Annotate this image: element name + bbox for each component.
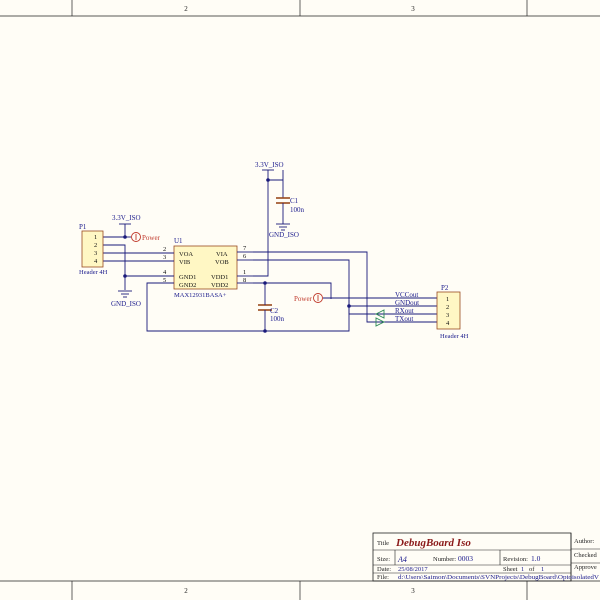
author-key: Author: xyxy=(574,538,594,545)
u1-pin-vdd2-num: 8 xyxy=(243,277,246,284)
power-port-right: Power xyxy=(294,293,323,303)
revision-key: Revision: xyxy=(503,556,528,563)
u1-pin-vdd2-name: VDD2 xyxy=(211,282,228,289)
size-key: Size: xyxy=(377,556,390,563)
approved-key: Approve xyxy=(574,564,597,571)
checked-key: Checked xyxy=(574,552,597,559)
header-p2: P2 1 2 3 4 Header 4H xyxy=(436,284,469,340)
tx-direction-arrow-icon xyxy=(375,317,386,327)
u1-pin-gnd1-name: GND1 xyxy=(179,274,196,281)
revision-value: 1.0 xyxy=(531,554,541,563)
u1-pin-vib-num: 3 xyxy=(163,254,166,261)
c2-designator: C2 xyxy=(270,307,279,315)
p2-pin1: 1 xyxy=(446,296,449,303)
u1-pin-voa-num: 2 xyxy=(163,246,166,253)
p1-pin2: 2 xyxy=(94,242,97,249)
zone-bottom-2: 2 xyxy=(184,587,188,595)
date-key: Date: xyxy=(377,566,391,573)
header-p1: P1 1 2 3 4 Header 4H xyxy=(79,223,108,276)
u1-pin-gnd2-num: 5 xyxy=(163,277,166,284)
u1-pin-via-name: VIA xyxy=(216,251,228,258)
junctions xyxy=(123,178,351,333)
ground-symbol-c1 xyxy=(276,223,290,231)
sheet-total-value: 1 xyxy=(541,566,544,573)
p1-designator: P1 xyxy=(79,223,87,231)
zone-top-3: 3 xyxy=(411,5,415,13)
rx-direction-arrow-icon xyxy=(374,309,385,319)
c1-value: 100n xyxy=(290,206,305,214)
wire-gnd2 xyxy=(146,282,350,332)
u1-pin-voa-name: VOA xyxy=(179,251,193,258)
wire-vdd2 xyxy=(253,282,332,299)
power-symbol-p1-supply: 3.3V_ISO xyxy=(112,214,141,228)
wire-p1-pin1 xyxy=(103,228,126,238)
zone-bottom-3: 3 xyxy=(411,587,415,595)
u1-pin-vdd1-name: VDD1 xyxy=(211,274,228,281)
number-key: Number: xyxy=(433,556,456,563)
power-symbol-c1-supply: 3.3V_ISO xyxy=(255,161,284,180)
number-value: 0003 xyxy=(458,554,473,563)
sheet-key: Sheet xyxy=(503,566,518,573)
wire-via-tx xyxy=(253,251,437,323)
wire-p1-pin2 xyxy=(103,244,126,290)
capacitor-c2: C2 100n xyxy=(258,303,285,323)
ground-symbol-p1 xyxy=(118,290,132,298)
u1-pin-vib-name: VIB xyxy=(179,259,191,266)
u1-pin-vob-name: VOB xyxy=(215,259,229,266)
zone-top-2: 2 xyxy=(184,5,188,13)
file-value: d:\Users\Saimon\Documents\SVNProjects\De… xyxy=(398,575,600,581)
of-key: of xyxy=(529,566,535,573)
power-port-right-label: Power xyxy=(294,295,313,303)
p1-pin4: 4 xyxy=(94,258,98,265)
label-c1-ground: GND_ISO xyxy=(269,231,299,239)
file-key: File: xyxy=(377,574,389,581)
size-value: A4 xyxy=(397,555,407,564)
label-p1-supply: 3.3V_ISO xyxy=(112,214,141,222)
u1-pin-vdd1-num: 1 xyxy=(243,269,246,276)
net-label-rxout: RXout xyxy=(395,307,414,315)
label-c1-supply: 3.3V_ISO xyxy=(255,161,284,169)
capacitor-c1: C1 100n xyxy=(276,197,305,216)
c1-designator: C1 xyxy=(290,197,299,205)
label-p1-ground: GND_ISO xyxy=(111,300,141,308)
p2-name: Header 4H xyxy=(440,333,469,340)
title-block: Title DebugBoard Iso Size: A4 Number: 00… xyxy=(372,532,600,582)
net-label-txout: TXout xyxy=(395,315,413,323)
wire-vdd1 xyxy=(253,179,283,277)
c2-value: 100n xyxy=(270,315,285,323)
u1-pin-vob-num: 6 xyxy=(243,253,247,260)
p2-pin4: 4 xyxy=(446,320,450,327)
wires xyxy=(103,170,437,332)
date-value: 25/08/2017 xyxy=(398,566,428,573)
power-port-left-label: Power xyxy=(142,234,161,242)
u1-part: MAX12931BASA+ xyxy=(174,292,227,299)
net-label-gndout: GNDout xyxy=(395,299,419,307)
p2-pin3: 3 xyxy=(446,312,449,319)
p1-pin1: 1 xyxy=(94,234,97,241)
ic-u1: U1 MAX12931BASA+ 2 VOA 3 VIB 4 GND1 5 GN… xyxy=(160,237,253,299)
net-label-vccout: VCCout xyxy=(395,291,418,299)
wire-vob-rx xyxy=(253,259,437,315)
p2-pin2: 2 xyxy=(446,304,449,311)
sheet-title: DebugBoard Iso xyxy=(395,537,471,549)
u1-pin-gnd1-num: 4 xyxy=(163,269,167,276)
u1-designator: U1 xyxy=(174,237,183,245)
title-key: Title xyxy=(377,540,389,547)
p1-pin3: 3 xyxy=(94,250,97,257)
power-port-left: Power xyxy=(131,232,161,242)
p1-name: Header 4H xyxy=(79,269,108,276)
net-labels: VCCout GNDout RXout TXout xyxy=(374,291,419,327)
sheet-value: 1 xyxy=(521,566,524,573)
u1-pin-via-num: 7 xyxy=(243,245,247,252)
p2-designator: P2 xyxy=(441,284,449,292)
u1-pin-gnd2-name: GND2 xyxy=(179,282,196,289)
